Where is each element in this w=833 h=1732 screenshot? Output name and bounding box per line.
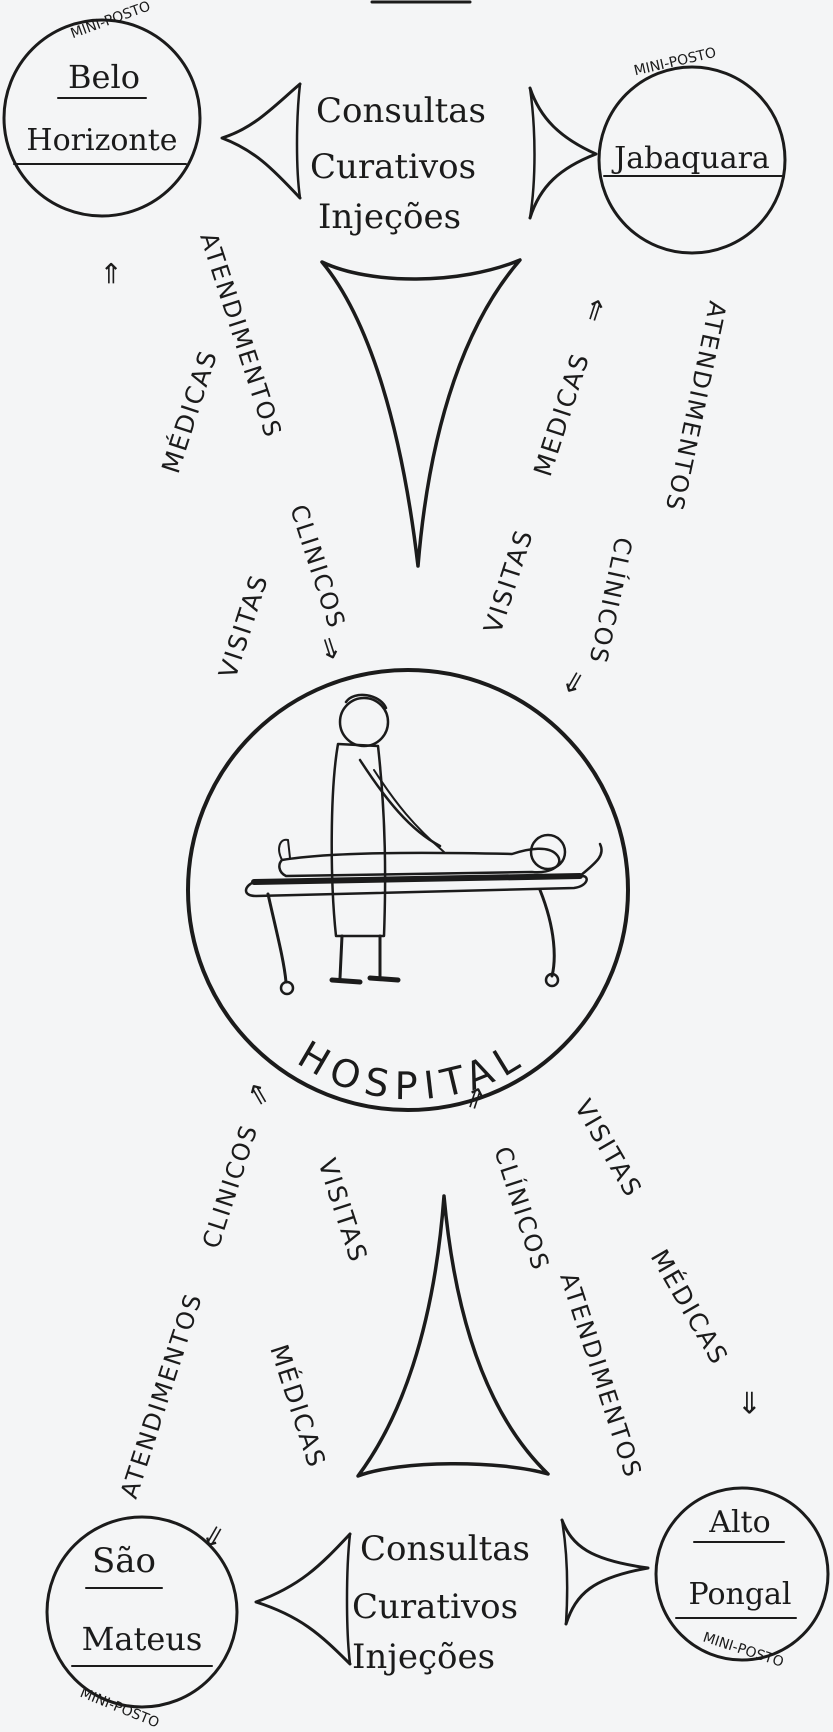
services-top-item-1: Consultas	[316, 91, 486, 131]
link-clinicos-sao-mateus: CLINICOS	[197, 1120, 264, 1251]
services-top-item-2: Curativos	[310, 147, 476, 187]
doctor-head	[340, 698, 388, 746]
services-top-left-bracket	[222, 84, 300, 198]
link-arrow-down-belo: ⇒	[311, 632, 350, 665]
belo-horizonte-circle	[4, 20, 200, 216]
doctor-shoes	[332, 978, 398, 982]
link-atendimentos-alto-pongal: ATENDIMENTOS	[554, 1269, 647, 1482]
node-sao-mateus: São Mateus MINI-POSTO	[47, 1517, 237, 1728]
doctor-coat	[332, 744, 385, 936]
node-hospital: HOSPITAL	[188, 670, 628, 1110]
bed-leg-right	[540, 890, 554, 976]
sao-mateus-line2: Mateus	[82, 1620, 203, 1658]
services-top-funnel	[322, 260, 520, 566]
link-clinicos-alto-pongal: CLÍNICOS	[488, 1143, 555, 1275]
services-bottom-right-bracket	[562, 1520, 648, 1624]
link-medicas-belo: MÉDICAS	[156, 346, 223, 477]
services-bottom-right-stroke	[562, 1520, 567, 1624]
link-clinicos-belo: CLINICOS	[284, 501, 351, 632]
belo-horizonte-line2: Horizonte	[26, 123, 177, 158]
node-belo-horizonte: MINI-POSTO Belo Horizonte	[4, 0, 200, 216]
hospital-label-text: HOSPITAL	[291, 1032, 534, 1108]
services-bottom-item-3: Injeções	[352, 1637, 495, 1677]
alto-pongal-tag: MINI-POSTO	[701, 1630, 786, 1671]
patient-head	[531, 835, 565, 869]
link-jabaquara-hospital: VISITAS MEDICAS ⇒ ATENDIMENTOS CLÍNICOS …	[478, 294, 731, 702]
link-sao-mateus-hospital: ATENDIMENTOS CLINICOS ⇒ VISITAS MÉDICAS …	[115, 1076, 373, 1555]
link-visitas-jabaquara: VISITAS	[478, 525, 539, 637]
link-alto-pongal-hospital: ⇒ CLÍNICOS ATENDIMENTOS VISITAS MÉDICAS …	[455, 1082, 767, 1482]
services-top-left-stroke	[297, 84, 300, 198]
link-belo-hospital: VISITAS MÉDICAS ⇒ ATENDIMENTOS CLINICOS …	[94, 229, 351, 682]
patient-body	[279, 849, 559, 876]
link-arrow-up-belo: ⇒	[94, 262, 127, 285]
link-visitas-sao-mateus: VISITAS	[312, 1155, 373, 1267]
services-top-item-3: Injeções	[318, 197, 461, 237]
services-top-right-bracket	[530, 88, 596, 218]
sao-mateus-line1: São	[92, 1541, 156, 1581]
services-top-group: Consultas Curativos Injeções	[222, 84, 596, 237]
hospital-circle	[188, 670, 628, 1110]
bed-leg-left	[268, 894, 286, 982]
node-alto-pongal: Alto Pongal MINI-POSTO	[656, 1488, 828, 1671]
link-arrow-down-alto-pongal: ⇒	[732, 1390, 767, 1415]
services-top-right-stroke	[530, 88, 535, 218]
services-bottom-group: Consultas Curativos Injeções	[256, 1520, 648, 1677]
belo-horizonte-line1: Belo	[68, 58, 140, 96]
services-bottom-item-2: Curativos	[352, 1587, 518, 1627]
bed-wheel-left	[281, 982, 293, 994]
link-arrow-up-sao-mateus: ⇒	[238, 1076, 278, 1113]
bed-headboard	[580, 844, 602, 876]
doctor-patient-illustration	[246, 695, 602, 994]
link-atendimentos-sao-mateus: ATENDIMENTOS	[115, 1289, 208, 1502]
hospital-label: HOSPITAL	[291, 1032, 534, 1108]
link-medicas-sao-mateus: MÉDICAS	[264, 1341, 331, 1472]
link-visitas-alto-pongal: VISITAS	[569, 1095, 648, 1203]
link-atendimentos-belo: ATENDIMENTOS	[194, 229, 287, 442]
link-arrow-down-jabaquara: ⇒	[554, 665, 594, 702]
services-bottom-left-bracket	[256, 1534, 350, 1664]
link-medicas-alto-pongal: MÉDICAS	[645, 1245, 734, 1371]
alto-pongal-line2: Pongal	[688, 1577, 791, 1612]
link-atendimentos-jabaquara: ATENDIMENTOS	[660, 299, 732, 515]
link-medicas-jabaquara: MEDICAS	[528, 349, 595, 480]
jabaquara-tag: MINI-POSTO	[632, 45, 717, 79]
node-jabaquara: MINI-POSTO Jabaquara	[599, 45, 785, 253]
services-bottom-item-1: Consultas	[360, 1529, 530, 1569]
link-arrow-up-jabaquara: ⇒	[575, 294, 614, 327]
patient-feet	[279, 840, 290, 860]
link-clinicos-jabaquara: CLÍNICOS	[583, 535, 638, 667]
doctor-arm	[360, 760, 440, 846]
doctor-legs	[340, 936, 380, 978]
services-bottom-left-stroke	[347, 1534, 350, 1664]
link-visitas-belo: VISITAS	[213, 570, 274, 682]
jabaquara-name: Jabaquara	[611, 141, 770, 176]
alto-pongal-line1: Alto	[708, 1505, 770, 1540]
